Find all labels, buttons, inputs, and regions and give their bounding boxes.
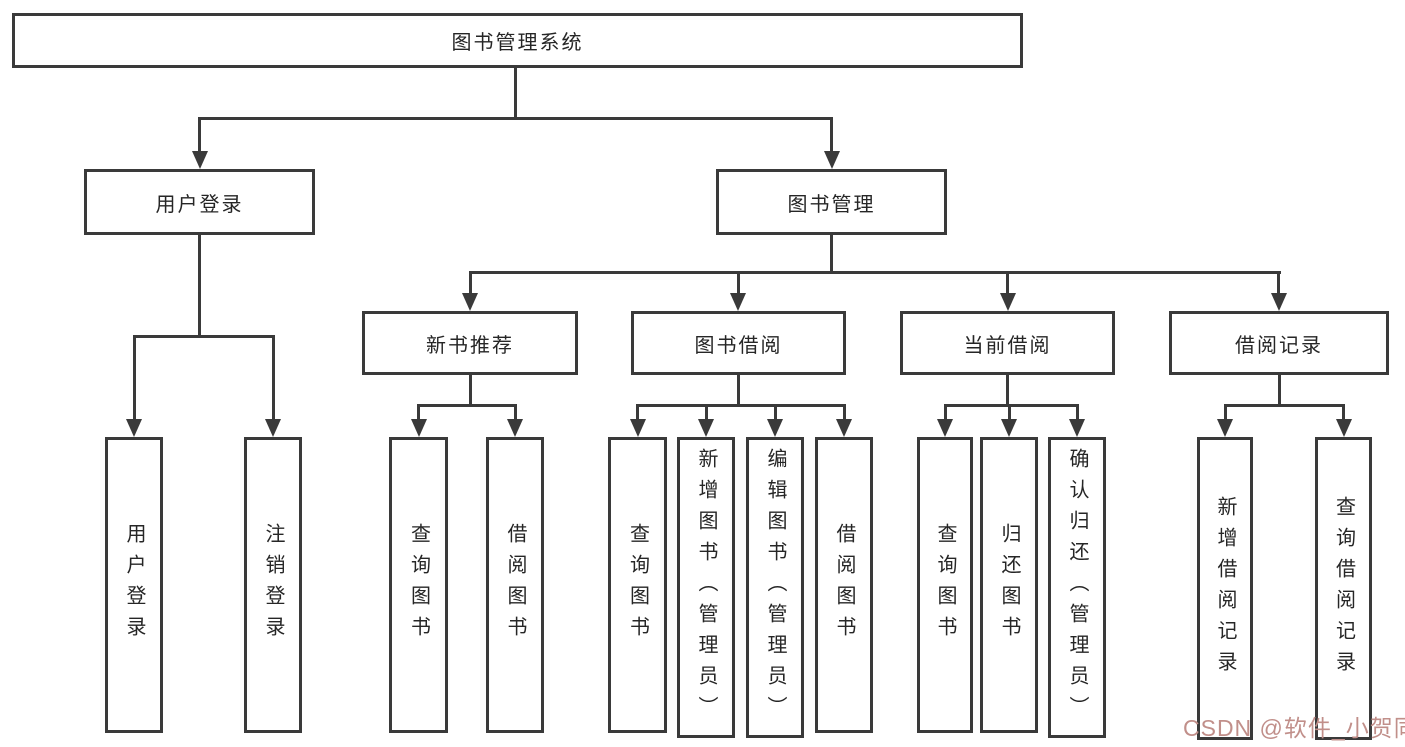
connector-line xyxy=(944,404,1079,407)
connector-line xyxy=(1224,404,1227,422)
leaf-label: 查询借阅记录 xyxy=(1332,495,1355,682)
leaf-borrow-books-recommend: 借阅图书 xyxy=(486,437,544,733)
leaf-query-books-borrowing: 查询图书 xyxy=(608,437,667,733)
connector-line xyxy=(198,117,201,153)
node-label: 新书推荐 xyxy=(426,334,514,357)
watermark-csdn: CSDN @软件_小贺同学 xyxy=(1183,715,1405,741)
leaf-label: 用户登录 xyxy=(123,523,145,647)
leaf-user-login: 用户登录 xyxy=(105,437,163,733)
connector-line xyxy=(1342,404,1345,422)
leaf-return-books: 归还图书 xyxy=(980,437,1038,733)
leaf-label: 新增图书（管理员） xyxy=(695,448,717,727)
connector-arrow-down xyxy=(1217,419,1233,437)
connector-arrow-down xyxy=(507,419,523,437)
leaf-query-borrow-record: 查询借阅记录 xyxy=(1315,437,1372,740)
leaf-label: 归还图书 xyxy=(998,523,1020,647)
node-label: 借阅记录 xyxy=(1235,334,1323,357)
connector-line xyxy=(133,335,136,421)
connector-line xyxy=(1278,375,1281,407)
connector-line xyxy=(944,404,947,422)
connector-arrow-down xyxy=(836,419,852,437)
connector-line xyxy=(418,404,516,407)
node-label: 当前借阅 xyxy=(963,334,1052,357)
connector-arrow-down xyxy=(411,419,427,437)
leaf-label: 借阅图书 xyxy=(833,523,855,647)
leaf-query-books-current: 查询图书 xyxy=(917,437,973,733)
leaf-label: 新增借阅记录 xyxy=(1214,495,1236,682)
connector-line xyxy=(272,335,275,421)
connector-arrow-down xyxy=(937,419,953,437)
node-user-login: 用户登录 xyxy=(84,169,315,235)
connector-line xyxy=(469,375,472,407)
connector-line xyxy=(1076,404,1079,422)
leaf-label: 查询图书 xyxy=(407,523,430,647)
leaf-label: 借阅图书 xyxy=(504,523,526,647)
connector-line xyxy=(1277,271,1280,296)
connector-line xyxy=(1008,404,1011,422)
connector-arrow-down xyxy=(730,293,746,311)
connector-line xyxy=(514,404,517,422)
node-label: 图书管理 xyxy=(787,193,876,216)
connector-line xyxy=(198,235,201,337)
connector-arrow-down xyxy=(1271,293,1287,311)
connector-line xyxy=(1006,271,1009,296)
leaf-confirm-return-admin: 确认归还（管理员） xyxy=(1048,437,1106,738)
leaf-add-books-admin: 新增图书（管理员） xyxy=(677,437,735,738)
node-current-borrowing: 当前借阅 xyxy=(900,311,1115,375)
connector-line xyxy=(469,271,472,296)
connector-line xyxy=(133,335,274,338)
connector-line xyxy=(636,404,639,422)
connector-arrow-down xyxy=(824,151,840,169)
connector-arrow-down xyxy=(1000,293,1016,311)
node-label: 图书借阅 xyxy=(694,334,783,357)
leaf-add-borrow-record: 新增借阅记录 xyxy=(1197,437,1253,740)
connector-arrow-down xyxy=(698,419,714,437)
node-borrowing-records: 借阅记录 xyxy=(1169,311,1389,375)
node-new-book-recommendation: 新书推荐 xyxy=(362,311,578,375)
connector-line xyxy=(636,404,846,407)
connector-line xyxy=(737,271,740,296)
connector-arrow-down xyxy=(462,293,478,311)
connector-arrow-down xyxy=(1069,419,1085,437)
leaf-label: 注销登录 xyxy=(262,523,284,647)
connector-line xyxy=(830,117,833,153)
leaf-logout-login: 注销登录 xyxy=(244,437,302,733)
node-label: 用户登录 xyxy=(155,193,244,216)
connector-line xyxy=(705,404,708,422)
connector-line xyxy=(830,235,833,274)
leaf-label: 确认归还（管理员） xyxy=(1066,448,1088,727)
connector-line xyxy=(737,375,740,407)
connector-arrow-down xyxy=(192,151,208,169)
node-book-borrowing: 图书借阅 xyxy=(631,311,846,375)
connector-line xyxy=(198,117,833,120)
connector-arrow-down xyxy=(1336,419,1352,437)
connector-line xyxy=(417,404,420,422)
connector-line xyxy=(514,67,517,118)
connector-arrow-down xyxy=(767,419,783,437)
node-label: 图书管理系统 xyxy=(451,32,584,54)
leaf-label: 查询图书 xyxy=(934,523,956,647)
connector-line xyxy=(843,404,846,422)
connector-line xyxy=(774,404,777,422)
connector-line xyxy=(1224,404,1345,407)
connector-arrow-down xyxy=(630,419,646,437)
leaf-label: 查询图书 xyxy=(626,523,649,647)
connector-line xyxy=(469,271,1281,274)
node-library-management-system: 图书管理系统 xyxy=(12,13,1023,68)
connector-line xyxy=(1006,375,1009,407)
leaf-query-books-recommend: 查询图书 xyxy=(389,437,448,733)
leaf-label: 编辑图书（管理员） xyxy=(764,448,786,727)
connector-arrow-down xyxy=(265,419,281,437)
connector-arrow-down xyxy=(1001,419,1017,437)
node-book-management: 图书管理 xyxy=(716,169,947,235)
leaf-borrow-books: 借阅图书 xyxy=(815,437,873,733)
connector-arrow-down xyxy=(126,419,142,437)
leaf-edit-books-admin: 编辑图书（管理员） xyxy=(746,437,804,738)
